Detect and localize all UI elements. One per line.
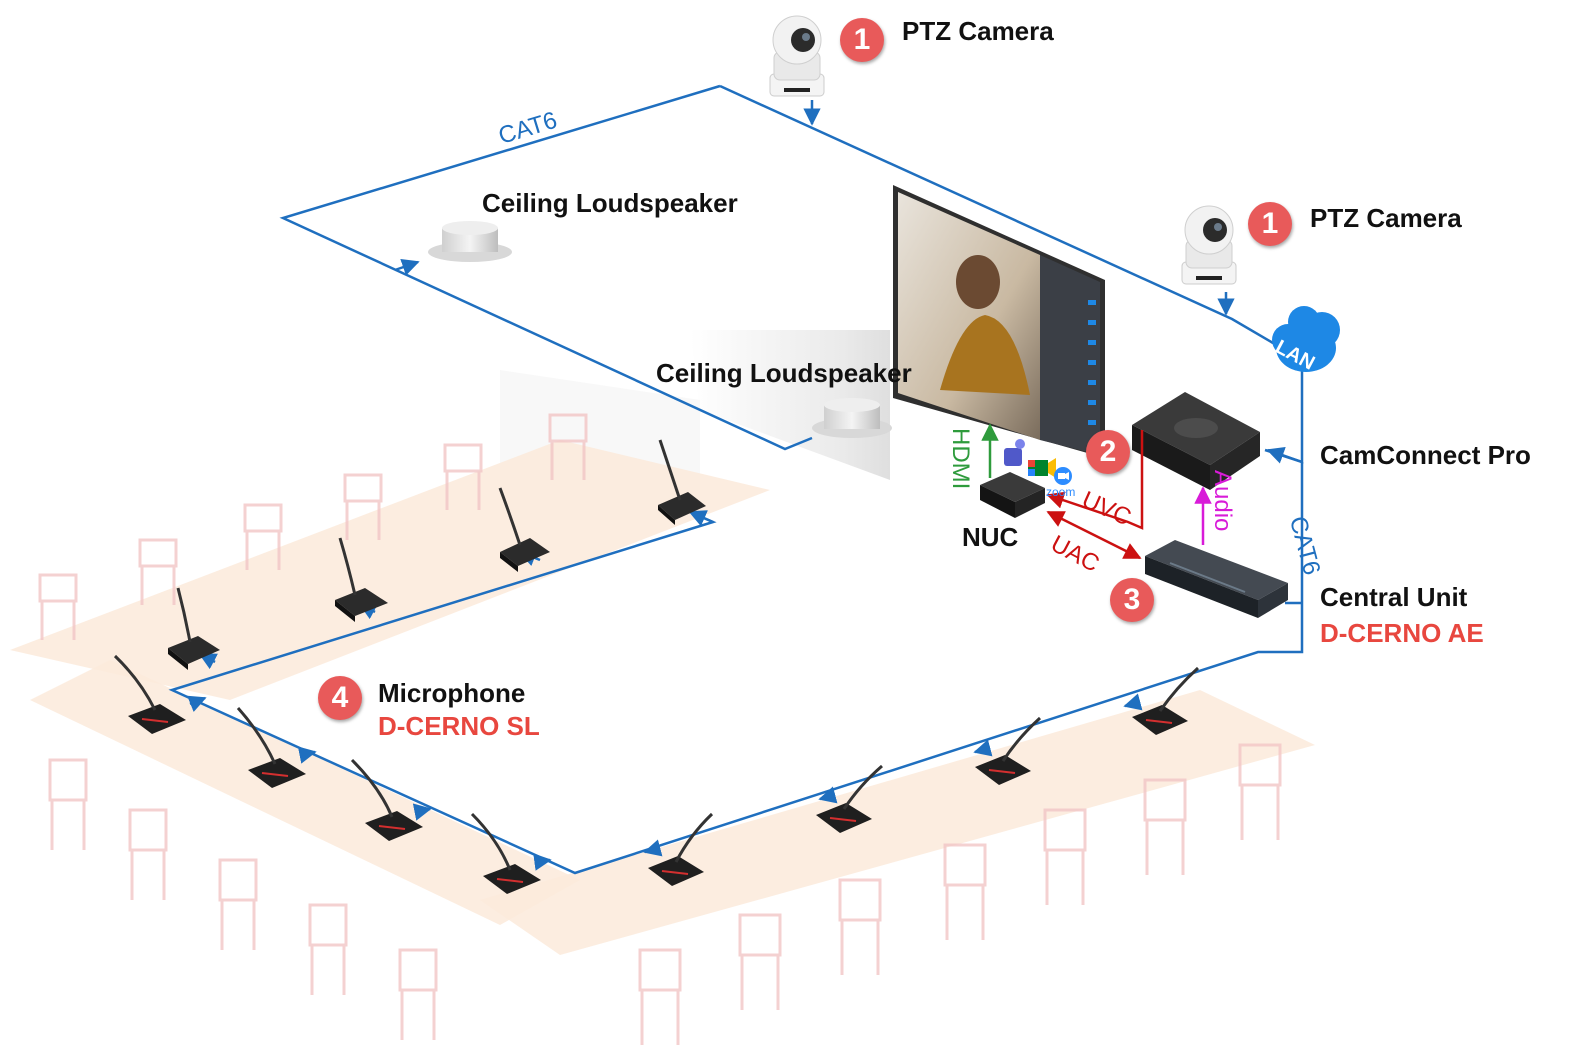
participant-video-icon (940, 255, 1030, 395)
gooseneck-mic-icon (470, 812, 541, 894)
badge-microphone: 4 (318, 676, 362, 720)
chair (48, 758, 88, 850)
gooseneck-mic-icon (168, 587, 220, 670)
chair (548, 413, 588, 480)
ceiling-speaker-icon (428, 221, 512, 262)
microphones (113, 439, 1200, 894)
gooseneck-mic-icon (658, 439, 706, 525)
gooseneck-mic-icon (648, 812, 714, 886)
gooseneck-mic-icon (975, 716, 1042, 785)
central-unit-label: Central Unit (1320, 582, 1468, 612)
zoom-text: zoom (1046, 485, 1076, 499)
uac-connection (1046, 510, 1142, 560)
chair (738, 913, 782, 1010)
audio-label: Audio (1209, 470, 1236, 532)
video-display (893, 185, 1105, 458)
chair (638, 948, 682, 1045)
chair (1143, 778, 1187, 875)
nuc-label: NUC (962, 522, 1019, 552)
gooseneck-mic-icon (113, 654, 186, 734)
chair (138, 538, 178, 605)
badge-ptz-camera-right: 1 (1248, 202, 1292, 246)
zoom-icon (1054, 467, 1072, 485)
badge-ptz-camera-top: 1 (840, 18, 884, 62)
chair (243, 503, 283, 570)
chair (398, 948, 438, 1040)
camconnect-box-icon (1132, 392, 1260, 490)
badge-central-unit: 3 (1110, 578, 1154, 622)
ceiling-speaker-1-label: Ceiling Loudspeaker (482, 188, 738, 218)
ptz-camera-icon (769, 15, 825, 97)
gooseneck-mic-icon (350, 758, 423, 841)
microphone-label: Microphone (378, 678, 526, 708)
gooseneck-mic-icon (1132, 666, 1200, 735)
hdmi-label: HDMI (947, 428, 974, 490)
chair (1238, 743, 1282, 840)
chair (838, 878, 882, 975)
chair (443, 443, 483, 510)
mini-pc-icon (980, 472, 1045, 518)
ceiling-speaker-icon (812, 398, 892, 438)
gooseneck-mic-icon (816, 764, 883, 833)
meet-icon (1028, 458, 1056, 478)
chair (38, 573, 78, 640)
camconnect-label: CamConnect Pro (1320, 440, 1531, 470)
chair (343, 473, 383, 540)
ceiling-speaker-2-label: Ceiling Loudspeaker (656, 358, 912, 388)
microphone-model: D-CERNO SL (378, 711, 540, 741)
participant-list (1088, 300, 1096, 425)
gooseneck-mic-icon (498, 487, 550, 572)
teams-icon (1004, 439, 1025, 466)
gooseneck-mic-icon (335, 537, 388, 622)
chair (218, 858, 258, 950)
ptz-camera-right-label: PTZ Camera (1310, 203, 1462, 233)
badge-nuc: 2 (1086, 430, 1130, 474)
table-top (10, 440, 770, 700)
chair (943, 843, 987, 940)
chair (308, 903, 348, 995)
rack-unit-icon (1145, 540, 1288, 618)
ptz-camera-top-label: PTZ Camera (902, 16, 1054, 46)
gooseneck-mic-icon (236, 707, 306, 788)
cloud-icon (1272, 306, 1340, 372)
ptz-camera-icon (1181, 205, 1237, 285)
chair (128, 808, 168, 900)
chairs (38, 413, 1282, 1045)
central-unit-model: D-CERNO AE (1320, 618, 1484, 648)
table-front (480, 690, 1315, 955)
chair (1043, 808, 1087, 905)
